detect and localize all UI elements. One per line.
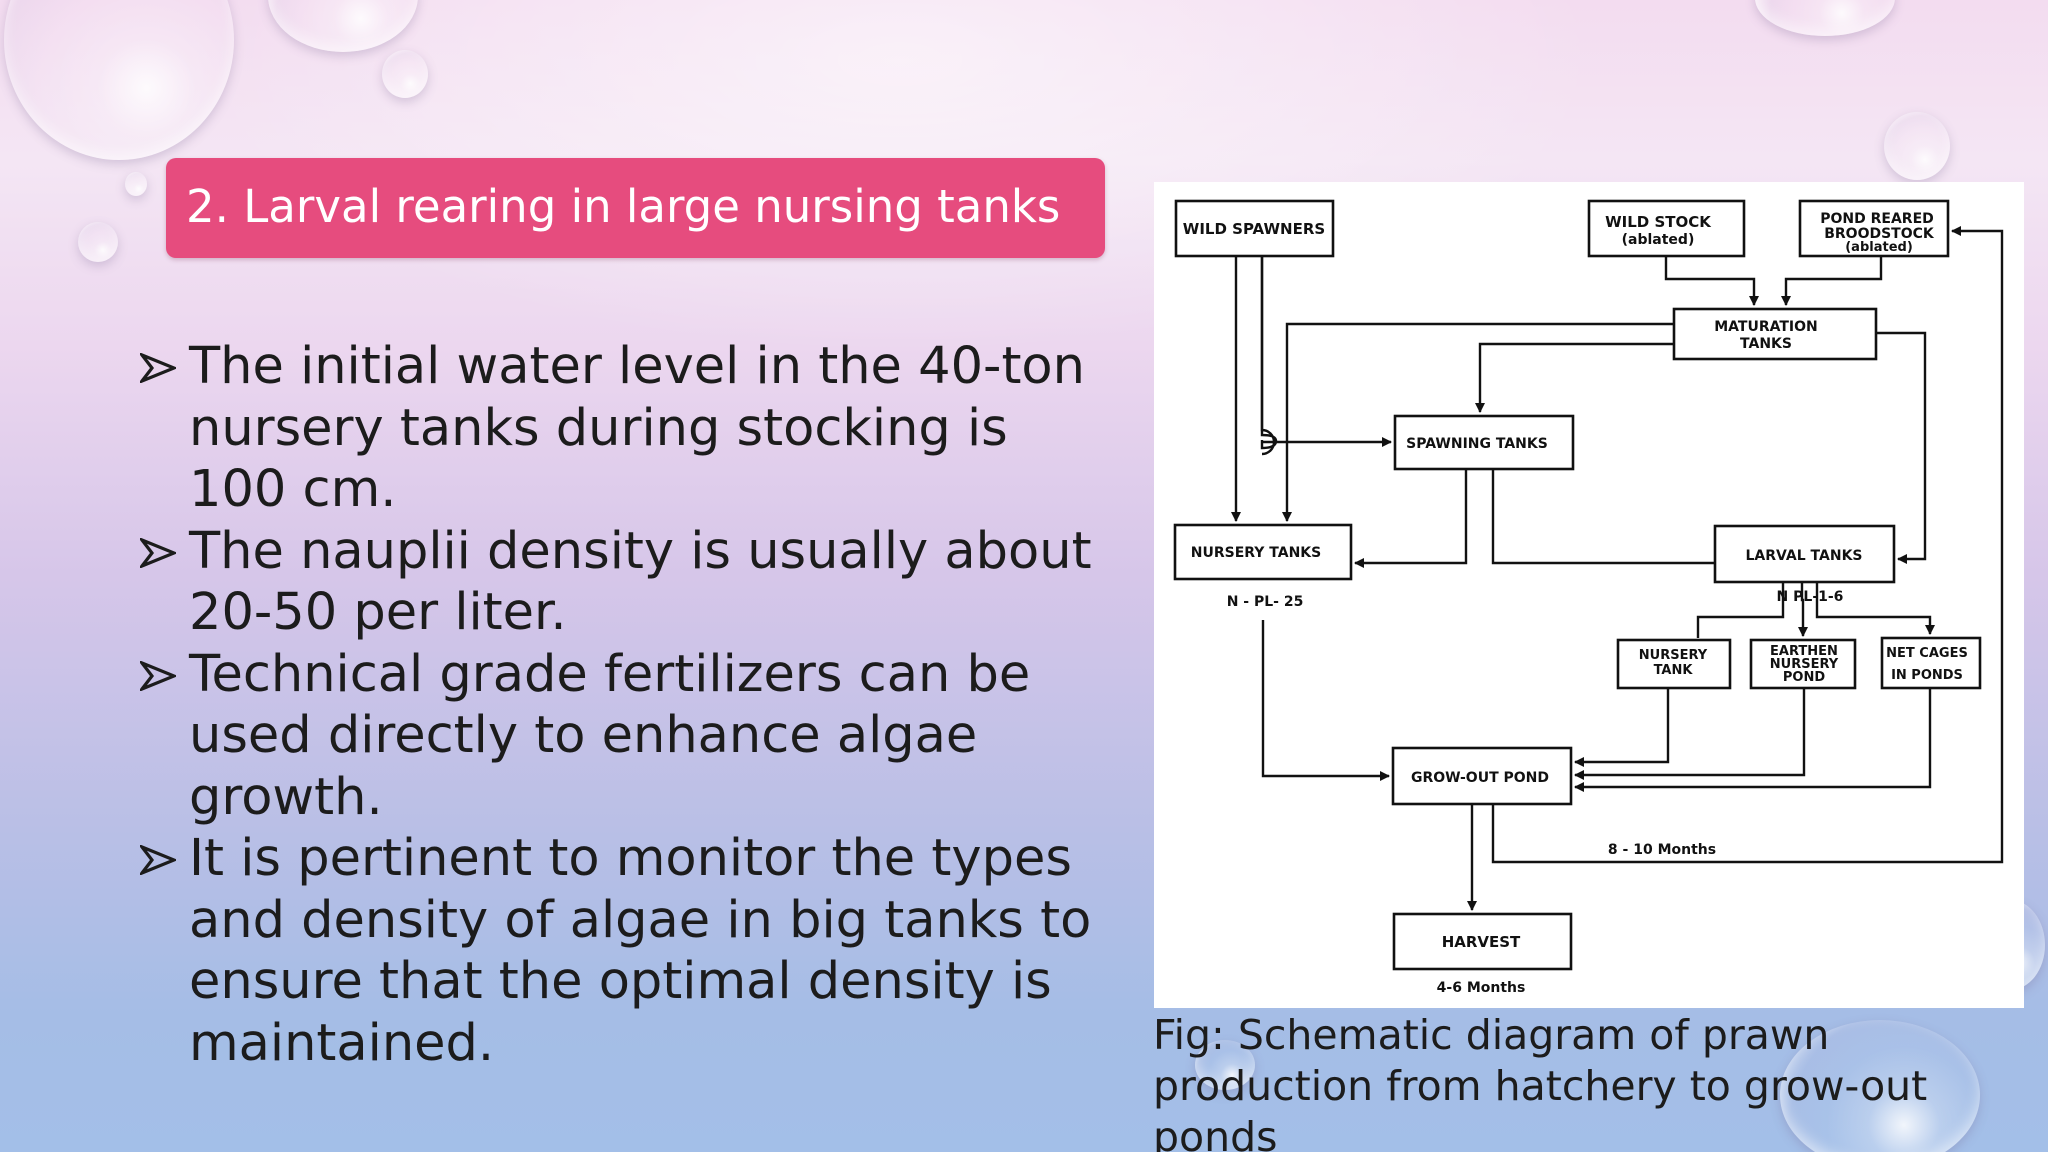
water-droplet [382, 50, 428, 98]
spawning-tanks-box [1393, 414, 1575, 471]
wild-spawners-box [1174, 199, 1335, 258]
larval-tanks-label: LARVAL TANKS [1746, 548, 1863, 564]
bullet-item: The nauplii density is usually about 20-… [140, 521, 1120, 644]
flow-diagram: WILD SPAWNERS WILD STOCK (ablated) POND … [1173, 199, 2004, 996]
water-droplet [125, 172, 147, 196]
title-banner [166, 158, 1105, 258]
maturation-label: MATURATION [1714, 319, 1818, 335]
wild-stock-ablated-label: (ablated) [1622, 232, 1695, 248]
arrow-bullet-icon [140, 845, 176, 875]
broodstock-ablated-label: (ablated) [1845, 240, 1913, 255]
schematic-figure: WILD SPAWNERS WILD STOCK (ablated) POND … [1154, 182, 2024, 1008]
earthen-label: EARTHEN [1770, 644, 1838, 659]
months-8-10-label: 8 - 10 Months [1608, 842, 1716, 858]
nursery-tank-label: NURSERY [1639, 648, 1708, 663]
larval-tanks-box [1713, 524, 1896, 584]
slide-title: 2. Larval rearing in large nursing tanks [186, 180, 1061, 233]
bullet-text: Technical grade fertilizers can be used … [189, 644, 1031, 827]
figure-caption: Fig: Schematic diagram of prawn producti… [1153, 1011, 1928, 1152]
arrow-bullet-icon [140, 660, 176, 691]
bullet-item: It is pertinent to monitor the types and… [140, 828, 1120, 1074]
grow-out-pond-box [1391, 746, 1573, 806]
pond-broodstock-box [1798, 199, 1950, 258]
nursery-tank-sub-label: TANK [1654, 663, 1694, 678]
water-droplet [1780, 1020, 1980, 1152]
months-4-6-label: 4-6 Months [1437, 980, 1526, 996]
wild-spawners-label: WILD SPAWNERS [1183, 220, 1325, 238]
bullet-list: The initial water level in the 40-ton nu… [140, 336, 1120, 1074]
bullet-text: It is pertinent to monitor the types and… [189, 829, 1092, 1073]
arrow-bullet-icon [140, 537, 176, 568]
pond-reared-label: POND REARED [1820, 211, 1934, 227]
grow-out-pond-label: GROW-OUT POND [1411, 770, 1549, 786]
arrow-bullet-icon [140, 353, 176, 383]
water-droplet [1884, 112, 1950, 180]
net-cages-label: NET CAGES [1886, 646, 1968, 661]
maturation-tanks-label: TANKS [1740, 336, 1792, 352]
harvest-label: HARVEST [1442, 933, 1521, 951]
nursery-tanks-label: NURSERY TANKS [1191, 545, 1321, 561]
spawning-tanks-label: SPAWNING TANKS [1406, 436, 1548, 452]
nursery-stage-label: N - PL- 25 [1227, 594, 1304, 610]
water-droplet [78, 222, 118, 262]
bullet-text: The nauplii density is usually about 20-… [189, 521, 1092, 643]
in-ponds-label: IN PONDS [1891, 668, 1963, 683]
harvest-box [1392, 912, 1573, 971]
bullet-text: The initial water level in the 40-ton nu… [189, 337, 1085, 519]
water-droplet [1195, 1040, 1255, 1090]
larval-stage-label: N PL-1-6 [1777, 589, 1844, 605]
nursery-tank-box [1616, 638, 1732, 690]
bullet-item: Technical grade fertilizers can be used … [140, 644, 1120, 829]
earthen-nursery-label: NURSERY [1770, 657, 1839, 672]
earthen-pond-label: POND [1783, 670, 1825, 685]
bullet-item: The initial water level in the 40-ton nu… [140, 336, 1120, 521]
nursery-tanks-box [1173, 523, 1353, 581]
wild-stock-label: WILD STOCK [1605, 213, 1712, 231]
broodstock-label: BROODSTOCK [1824, 226, 1935, 242]
